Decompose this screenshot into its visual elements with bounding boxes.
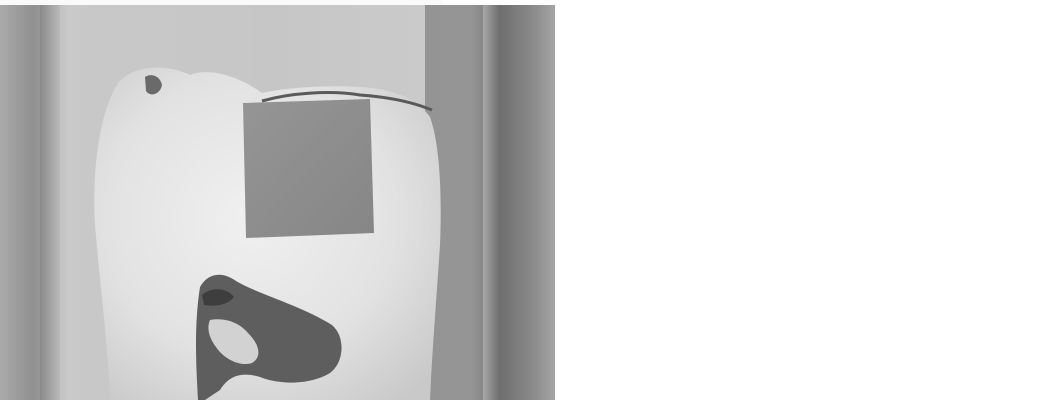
insert-square — [243, 99, 374, 238]
tooth-photo — [0, 5, 555, 400]
mount-left-edge — [0, 5, 40, 400]
photo-panel — [0, 5, 555, 400]
